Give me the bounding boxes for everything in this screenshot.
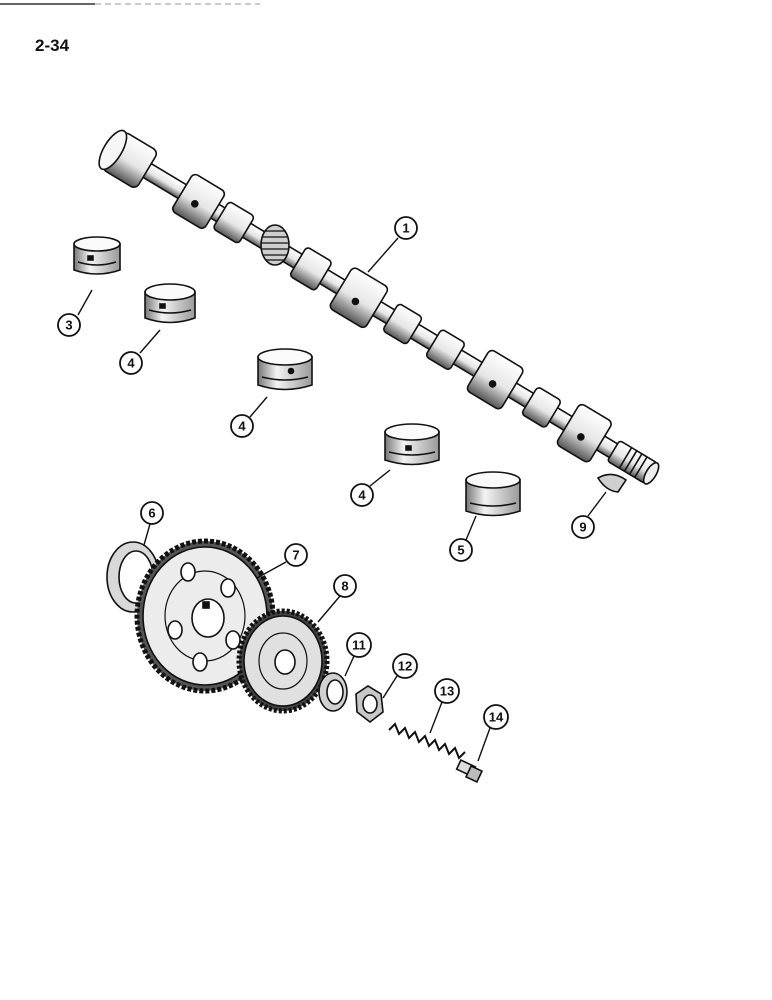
callout-4-label: 4 — [358, 488, 366, 503]
callout-1: 1 — [394, 216, 418, 240]
helical-gear — [236, 608, 330, 714]
callout-4: 4 — [119, 351, 143, 375]
key — [596, 473, 628, 493]
callout-9: 9 — [571, 515, 595, 539]
callout-5-label: 5 — [457, 543, 464, 558]
callout-11-label: 11 — [352, 638, 366, 653]
callout-7-label: 7 — [292, 548, 299, 563]
bushing — [465, 471, 521, 517]
leader-lines — [77, 237, 607, 762]
callout-8: 8 — [333, 574, 357, 598]
plunger — [455, 759, 484, 784]
callout-4-label: 4 — [127, 356, 135, 371]
callout-3: 3 — [57, 313, 81, 337]
callout-11: 11 — [346, 632, 372, 658]
nut — [355, 685, 384, 724]
callout-6: 6 — [140, 501, 164, 525]
bushing — [144, 283, 196, 324]
callout-4: 4 — [230, 414, 254, 438]
callout-7: 7 — [284, 543, 308, 567]
callout-1-label: 1 — [402, 221, 409, 236]
callout-13: 13 — [434, 678, 460, 704]
callout-9-label: 9 — [579, 520, 586, 535]
bushing — [384, 423, 440, 466]
spring — [388, 722, 466, 760]
callout-3-label: 3 — [65, 318, 72, 333]
callout-14-label: 14 — [489, 710, 504, 725]
camshaft — [98, 129, 660, 485]
callout-13-label: 13 — [440, 684, 454, 699]
callout-5: 5 — [449, 538, 473, 562]
callout-12: 12 — [392, 653, 418, 679]
bushing — [257, 348, 313, 391]
page-number: 2-34 — [35, 36, 70, 55]
callout-8-label: 8 — [341, 579, 348, 594]
callout-12-label: 12 — [398, 659, 412, 674]
callout-6-label: 6 — [148, 506, 155, 521]
callout-4-label: 4 — [238, 419, 246, 434]
bushing — [73, 236, 121, 275]
callout-14: 14 — [483, 704, 509, 730]
callout-4: 4 — [350, 483, 374, 507]
washer — [318, 672, 348, 712]
